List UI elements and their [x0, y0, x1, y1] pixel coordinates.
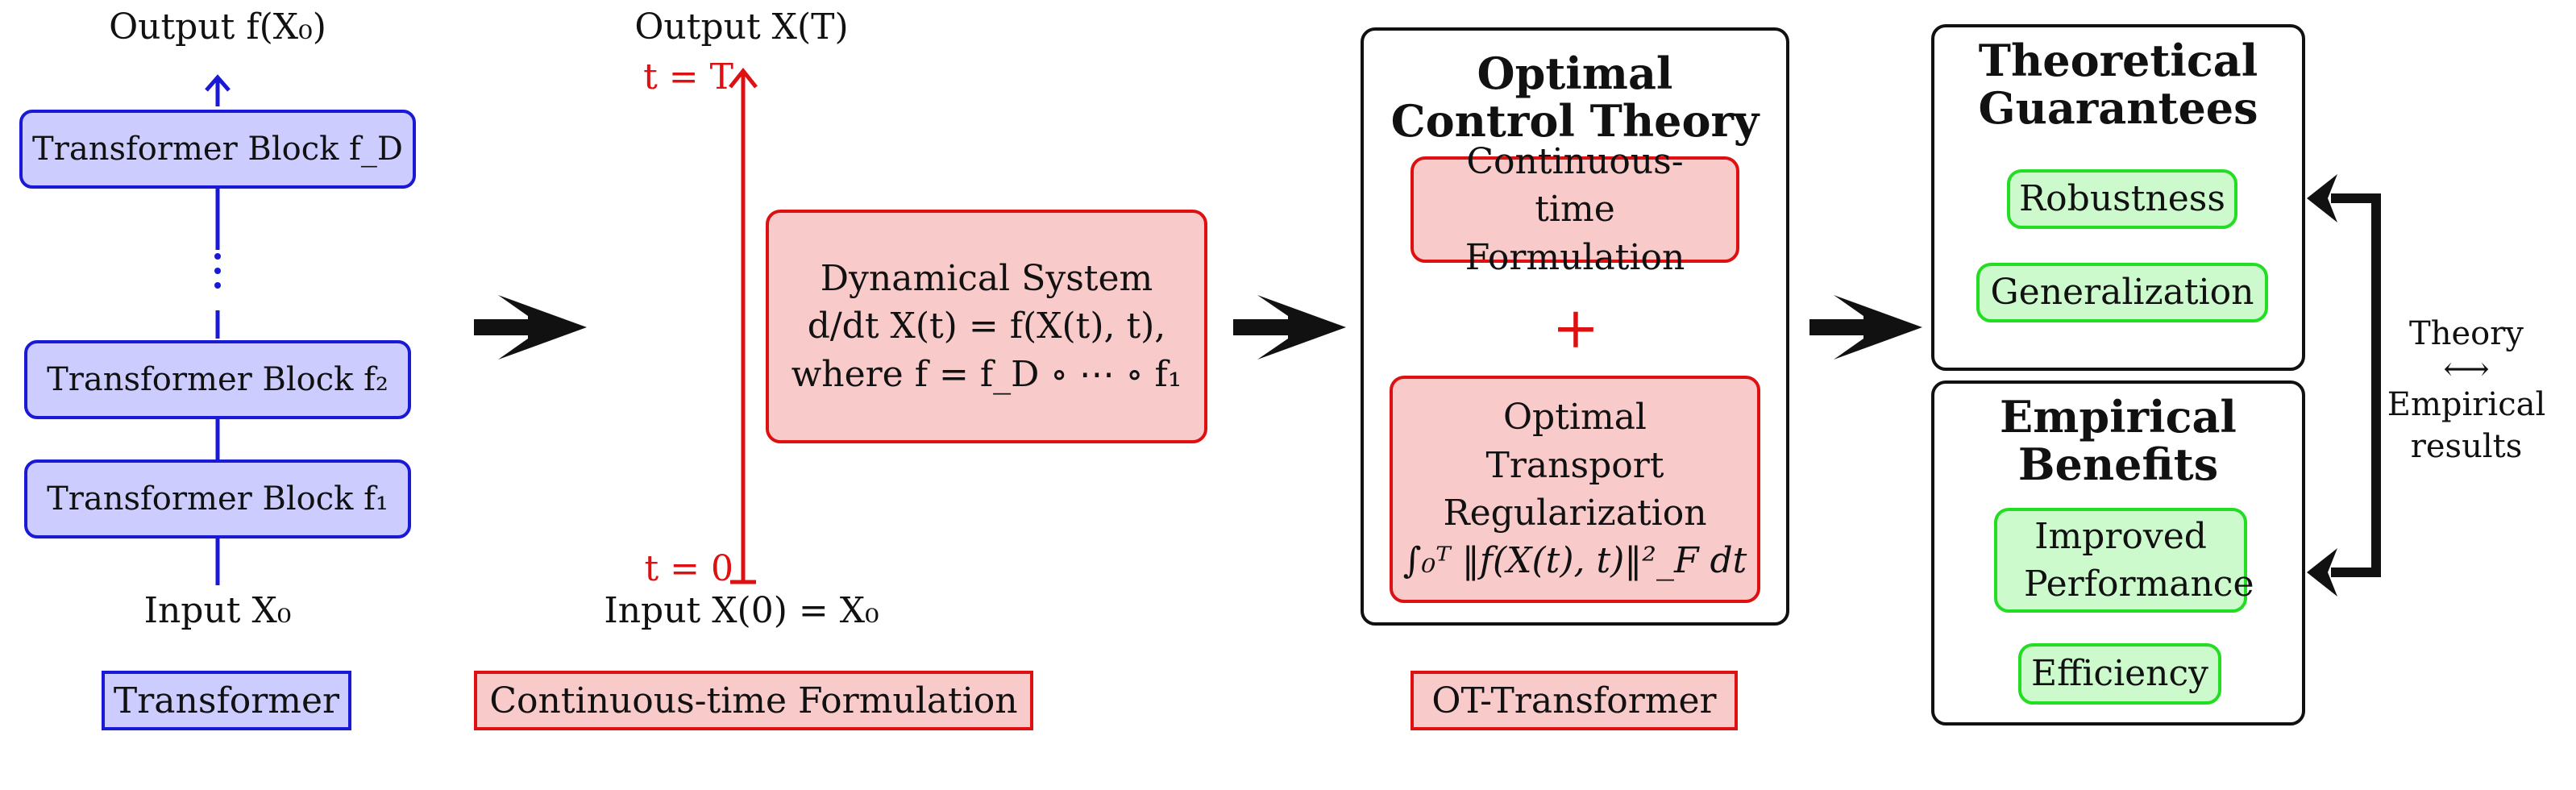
transformer-block-1: Transformer Block f₁ — [24, 459, 411, 538]
continuous-input-label: Input X(0) = X₀ — [604, 590, 879, 631]
dynamical-system-where: where f = f_D ∘ ⋯ ∘ f₁ — [791, 353, 1182, 395]
theoretical-guarantees-title: Theoretical Guarantees — [1978, 35, 2258, 135]
transformer-input-label: Input X₀ — [143, 590, 292, 631]
robustness-box: Robustness — [2007, 169, 2237, 229]
continuous-tag: Continuous-time Formulation — [474, 671, 1033, 730]
improved-performance-box: Improved Performance — [1994, 508, 2254, 613]
transformer-block-2: Transformer Block f₂ — [24, 340, 411, 419]
bidirectional-arrow-icon: ⟷ — [2443, 351, 2490, 388]
ot-regularization-box: Optimal Transport Regularization ∫₀ᵀ ‖f(… — [1390, 376, 1760, 603]
dynamical-system-title: Dynamical System — [820, 257, 1153, 299]
transformer-dots — [214, 253, 221, 289]
transformer-output-label: Output f(X₀) — [109, 6, 326, 48]
t-top-label: t = T — [643, 56, 733, 98]
ot-formula: ∫₀ᵀ ‖f(X(t), t)‖²_F dt — [1402, 540, 1747, 582]
dynamical-system-box: Dynamical System d/dt X(t) = f(X(t), t),… — [766, 210, 1207, 443]
transformer-connectors — [205, 74, 231, 585]
flow-arrow-2 — [1233, 295, 1346, 360]
flow-arrow-3 — [1809, 295, 1922, 360]
continuous-time-formulation-box: Continuous-time Formulation — [1411, 141, 1739, 278]
dynamical-system-equation: d/dt X(t) = f(X(t), t), — [807, 306, 1166, 347]
ot-transformer-tag: OT-Transformer — [1411, 671, 1738, 730]
plus-sign: + — [1552, 295, 1600, 361]
theory-empirical-label: Theory ⟷ Empirical results — [2387, 315, 2546, 465]
theory-empirical-bracket — [2307, 174, 2381, 597]
efficiency-box: Efficiency — [2018, 643, 2221, 705]
generalization-box: Generalization — [1976, 263, 2268, 322]
flow-arrow-1 — [474, 295, 587, 360]
transformer-tag: Transformer — [102, 671, 351, 730]
optimal-control-title: Optimal Control Theory — [1390, 48, 1760, 148]
time-axis — [729, 67, 758, 584]
empirical-benefits-title: Empirical Benefits — [2000, 391, 2237, 491]
flow-arrows — [474, 295, 1922, 360]
t-bottom-label: t = 0 — [644, 548, 733, 589]
transformer-block-d: Transformer Block f_D — [19, 110, 416, 189]
continuous-output-label: Output X(T) — [634, 6, 849, 48]
